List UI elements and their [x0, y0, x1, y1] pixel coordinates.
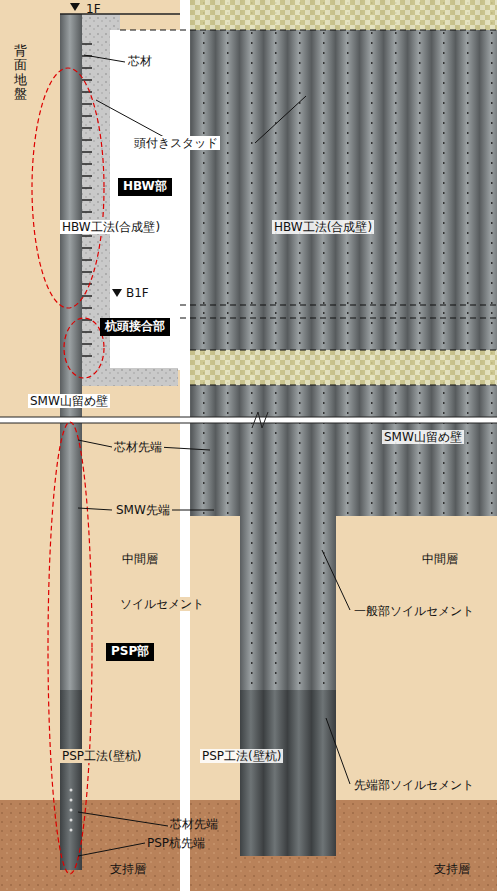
annotation-label: 頭付きスタッド: [132, 136, 220, 150]
annotation-label: 一般部ソイルセメント: [352, 604, 476, 618]
stud: [82, 295, 92, 297]
annotation-label: 芯材先端: [168, 817, 220, 831]
tag-text: 杭頭接合部: [105, 319, 165, 333]
stud: [82, 235, 92, 237]
stud: [82, 271, 92, 273]
stud: [82, 307, 92, 309]
annotation-label: SMW山留め壁: [28, 394, 110, 408]
stud: [82, 355, 92, 357]
section-tag: 杭頭接合部: [100, 318, 170, 336]
annotation-label: SMW山留め壁: [382, 430, 464, 444]
annotation-label: 中間層: [420, 552, 460, 566]
annotation-label: B1F: [124, 286, 151, 300]
tag-text: HBW部: [123, 179, 167, 193]
stud: [82, 139, 92, 141]
stud: [82, 283, 92, 285]
annotation-label: 1F: [84, 2, 103, 16]
annotation-label: PSP工法(壁杭): [200, 749, 283, 763]
annotation-label: 中間層: [120, 552, 160, 566]
section-tag: PSP部: [106, 643, 154, 661]
stud: [82, 199, 92, 201]
stud: [82, 91, 92, 93]
stud: [82, 163, 92, 165]
annotation-label: PSP工法(壁杭): [60, 749, 143, 763]
stud: [82, 319, 92, 321]
annotation-label: 支持層: [432, 862, 472, 876]
vertical-label: 背面地盤: [14, 44, 27, 101]
stud: [82, 67, 92, 69]
annotation-label: SMW先端: [114, 503, 172, 517]
annotation-label: 支持層: [108, 862, 148, 876]
stud: [82, 259, 92, 261]
stud: [82, 43, 92, 45]
stud: [82, 103, 92, 105]
stud: [82, 247, 92, 249]
stud: [82, 79, 92, 81]
annotation-label: HBW工法(合成壁): [60, 220, 162, 234]
annotation-label: PSP杭先端: [145, 836, 207, 850]
annotation-label: 芯材: [126, 54, 154, 68]
stud: [82, 115, 92, 117]
stud: [82, 187, 92, 189]
annotation-label: 芯材先端: [112, 440, 164, 454]
stud: [82, 343, 92, 345]
annotation-label: 先端部ソイルセメント: [352, 778, 476, 792]
stud: [82, 127, 92, 129]
annotation-label: ソイルセメント: [118, 597, 206, 611]
stud: [82, 151, 92, 153]
section-tag: HBW部: [118, 178, 172, 196]
stud: [82, 211, 92, 213]
annotation-label: HBW工法(合成壁): [272, 220, 374, 234]
stud: [82, 331, 92, 333]
tag-text: PSP部: [111, 644, 149, 658]
stud: [82, 175, 92, 177]
